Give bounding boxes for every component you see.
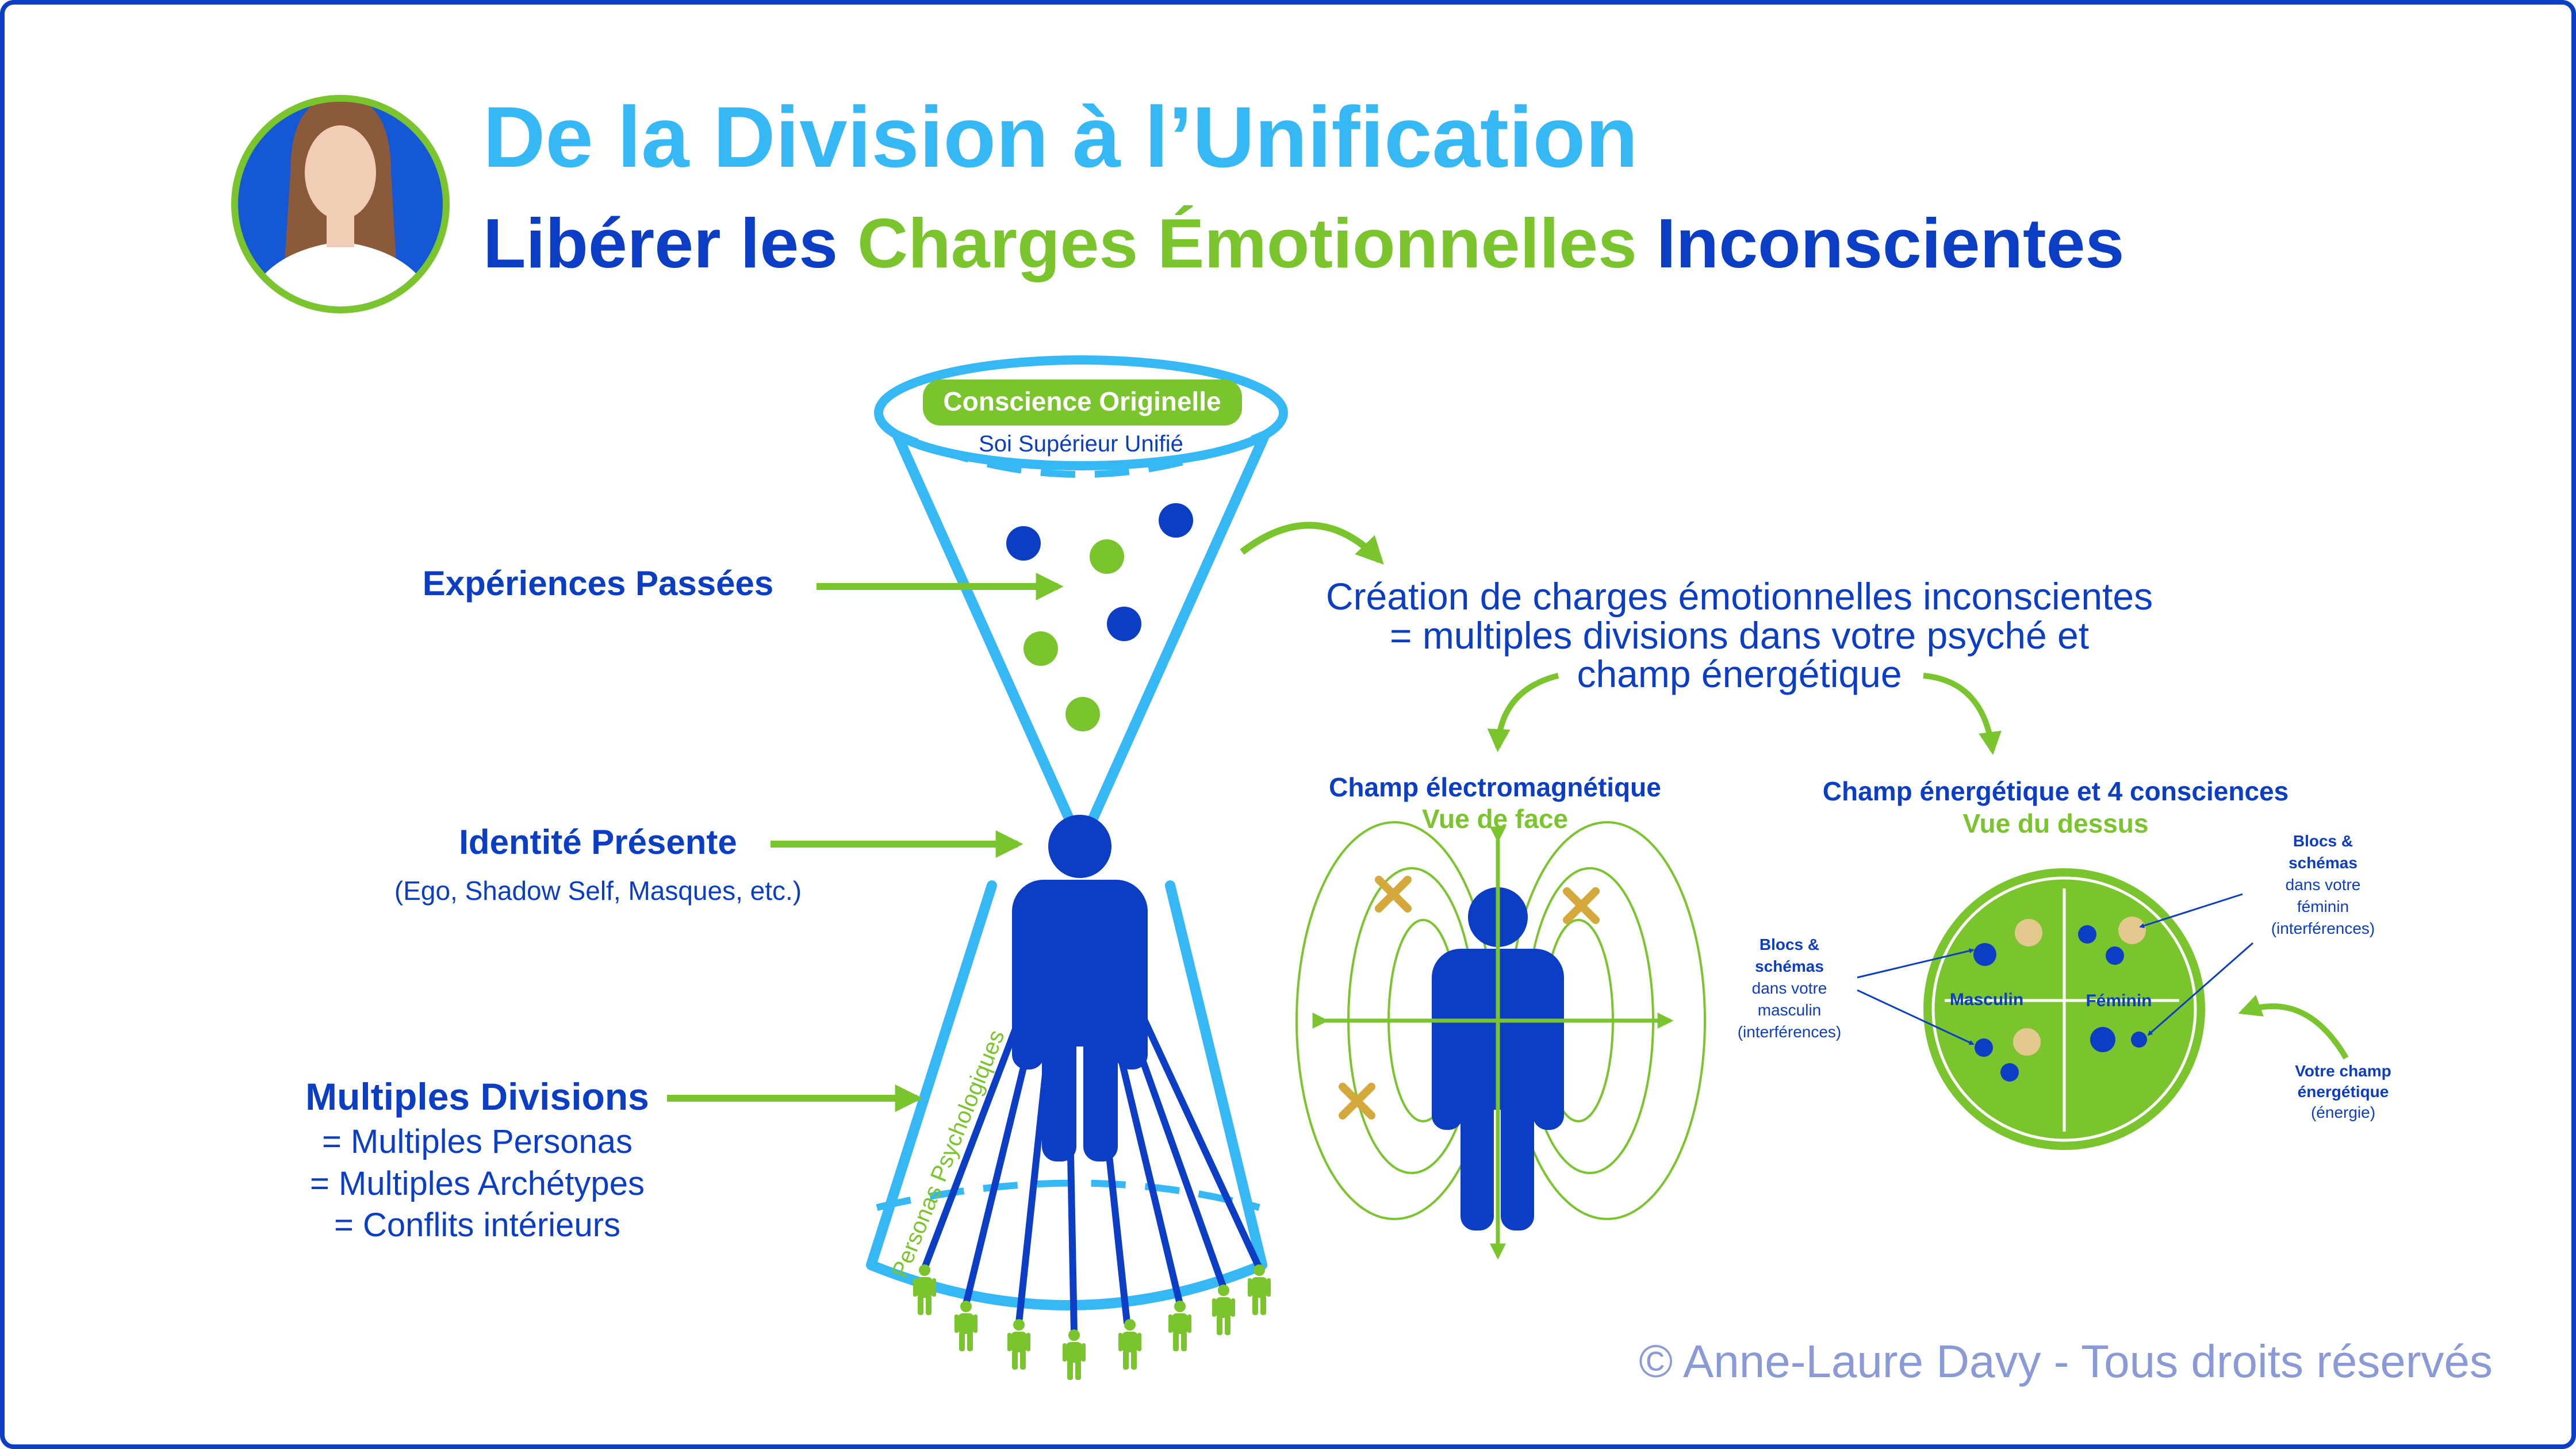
energy-field-subtitle: Vue du dessus — [1963, 808, 2149, 838]
inner-conflicts-line: = Conflits intérieurs — [334, 1206, 620, 1244]
svg-text:Blocs &: Blocs & — [1759, 936, 1819, 953]
masculin-note: Blocs & schémas dans votre masculin (int… — [1738, 936, 1842, 1041]
multiple-personas-line: = Multiples Personas — [322, 1123, 632, 1160]
feminin-label: Féminin — [2086, 991, 2152, 1010]
energy-disc: Masculin Féminin — [1923, 868, 2205, 1150]
svg-text:schémas: schémas — [2288, 854, 2358, 872]
masculin-label: Masculin — [1950, 990, 2023, 1009]
creation-line-1: Création de charges émotionnelles incons… — [1326, 575, 2153, 618]
conscience-label: Conscience Originelle — [943, 386, 1221, 416]
svg-text:Blocs &: Blocs & — [2293, 832, 2353, 850]
em-field-subtitle: Vue de face — [1422, 804, 1568, 834]
svg-text:schémas: schémas — [1755, 957, 1824, 975]
em-axes — [1312, 826, 1674, 1260]
svg-text:masculin: masculin — [1758, 1001, 1821, 1019]
interference-marks — [1339, 876, 1600, 1120]
experience-dots — [1006, 503, 1193, 731]
svg-text:Votre champ: Votre champ — [2295, 1062, 2391, 1080]
past-experiences-label: Expériences Passées — [423, 564, 773, 603]
svg-text:(énergie): (énergie) — [2311, 1103, 2375, 1121]
em-field-arrow — [1487, 673, 1559, 752]
soi-label: Soi Supérieur Unifié — [979, 431, 1183, 457]
creation-line-3: champ énergétique — [1577, 653, 1902, 695]
multiple-divisions-label: Multiples Divisions — [305, 1075, 649, 1118]
svg-text:(interférences): (interférences) — [1738, 1023, 1842, 1041]
svg-text:féminin: féminin — [2297, 898, 2349, 915]
energy-note: Votre champ énergétique (énergie) — [2295, 1062, 2391, 1121]
svg-text:énergétique: énergétique — [2298, 1083, 2389, 1101]
multiple-archetypes-line: = Multiples Archétypes — [310, 1165, 645, 1202]
energy-field-arrow — [1923, 673, 2002, 755]
svg-text:(interférences): (interférences) — [2271, 919, 2375, 937]
creation-line-2: = multiples divisions dans votre psyché … — [1390, 614, 2089, 657]
present-identity-label: Identité Présente — [459, 823, 737, 861]
creation-arrow — [1240, 522, 1384, 565]
conscience-badge — [923, 379, 1242, 425]
page-title: De la Division à l’Unification — [483, 89, 1638, 185]
feminin-note: Blocs & schémas dans votre féminin (inte… — [2271, 832, 2375, 937]
energy-arrow — [2238, 995, 2349, 1060]
em-field-title: Champ électromagnétique — [1329, 772, 1661, 802]
copyright: © Anne-Laure Davy - Tous droits réservés — [1639, 1336, 2493, 1387]
energy-field-title: Champ énergétique et 4 consciences — [1823, 776, 2288, 806]
svg-text:dans votre: dans votre — [1752, 979, 1827, 997]
svg-text:dans votre: dans votre — [2286, 876, 2361, 894]
present-identity-sub: (Ego, Shadow Self, Masques, etc.) — [394, 876, 802, 906]
identity-figure — [1012, 815, 1148, 1162]
annotation-lines — [1857, 893, 2253, 1045]
page-subtitle: Libérer les Charges Émotionnelles Incons… — [483, 204, 2124, 282]
